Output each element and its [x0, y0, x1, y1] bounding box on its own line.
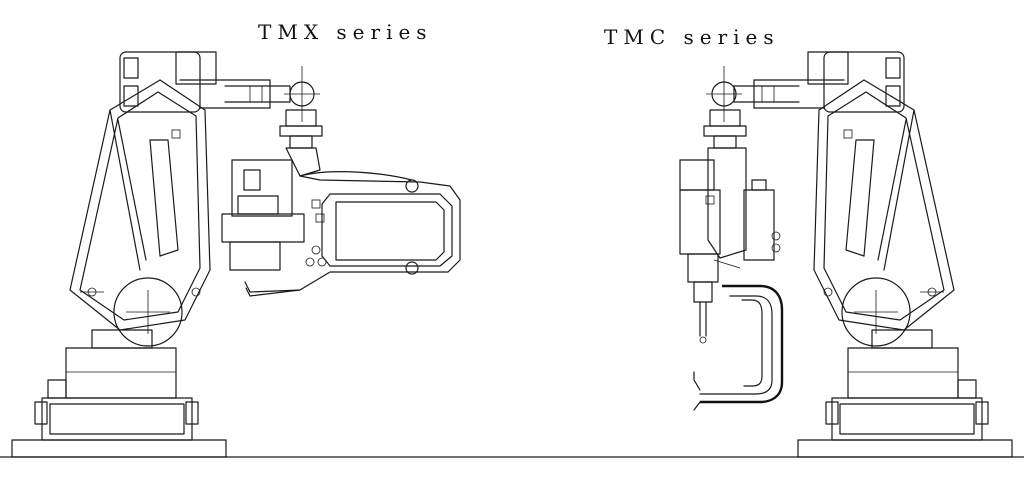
right-robot-wrist	[703, 109, 747, 149]
tmx-series-label: TMX series	[258, 20, 433, 44]
tmc-series-label: TMC series	[604, 25, 780, 49]
right-robot-base	[797, 329, 1013, 458]
tmx-weld-gun	[221, 147, 461, 297]
left-robot-shoulder-joint	[80, 277, 201, 347]
right-robot	[679, 51, 1013, 458]
right-robot-shoulder-joint	[823, 277, 944, 347]
tmc-weld-gun	[679, 147, 784, 411]
right-robot-lower-arm	[813, 79, 955, 331]
left-robot-forearm	[119, 51, 320, 122]
left-robot-wrist	[279, 109, 323, 149]
right-robot-forearm	[706, 51, 905, 122]
left-robot	[11, 51, 461, 458]
left-robot-lower-arm	[69, 79, 211, 331]
left-robot-base	[11, 329, 227, 458]
